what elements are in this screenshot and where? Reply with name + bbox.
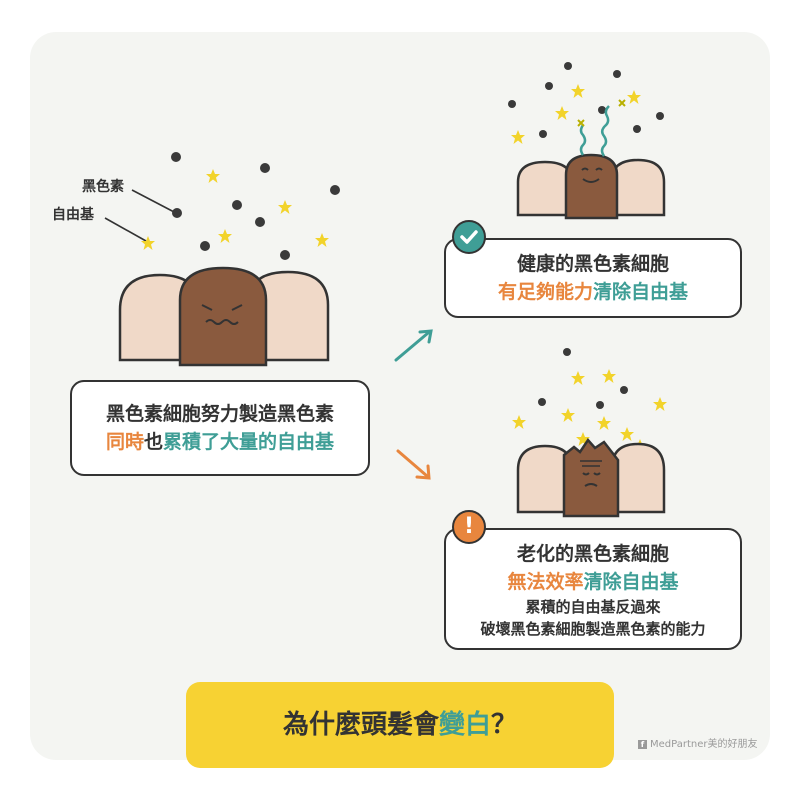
- left-line1: 黑色素細胞努力製造黑色素: [105, 403, 334, 425]
- left-line2: 同時也累積了大量的自由基: [72, 428, 368, 456]
- aged-line3: 累積的自由基反過來: [525, 598, 661, 616]
- aged-cells: [516, 437, 666, 518]
- healthy-line2-emph1: 有足夠能力: [497, 281, 593, 303]
- left-cells: [118, 266, 330, 367]
- arrow-up-healthy: [394, 329, 433, 362]
- left-line2-mid: 也: [143, 431, 163, 453]
- melanin-dots-left: [171, 152, 340, 260]
- aged-line2-emph2: 清除自由基: [583, 571, 679, 593]
- facebook-icon: f: [638, 740, 647, 749]
- melanin-dots-bottom-right: [538, 348, 628, 409]
- left-line2-emph2: 累積了大量的自由基: [163, 431, 335, 453]
- healthy-line2: 有足夠能力清除自由基: [446, 278, 740, 306]
- title-part1: 為什麼頭髮會: [282, 710, 439, 740]
- melanin-pointer: [131, 189, 177, 214]
- title-emph1: 變: [438, 710, 465, 740]
- left-line2-emph1: 同時: [105, 431, 144, 453]
- aged-line4: 破壞黑色素細胞製造黑色素的能力: [480, 620, 706, 638]
- credit-text: MedPartner美的好朋友: [650, 739, 758, 750]
- free-radical-stars-top-right: [511, 84, 641, 144]
- exclamation-icon: !: [452, 510, 486, 544]
- arrow-down-aged: [396, 449, 431, 480]
- healthy-line2-emph2: 清除自由基: [593, 281, 689, 303]
- healthy-cells: [516, 99, 666, 220]
- aged-line1: 老化的黑色素細胞: [516, 543, 669, 565]
- melanin-dots-top-right: [508, 62, 664, 138]
- check-icon: [452, 220, 486, 254]
- page-title: 為什麼頭髮會變白？: [186, 682, 614, 768]
- melanin-label: 黑色素: [82, 179, 124, 195]
- left-description-box: 黑色素細胞努力製造黑色素 同時也累積了大量的自由基: [70, 380, 370, 476]
- title-emph2: 白: [465, 710, 492, 740]
- healthy-cell-box: 健康的黑色素細胞 有足夠能力清除自由基: [444, 238, 742, 318]
- free-radical-label: 自由基: [52, 207, 94, 223]
- free-radical-pointer: [104, 217, 147, 242]
- healthy-line1: 健康的黑色素細胞: [516, 253, 669, 275]
- aged-cell-box: 老化的黑色素細胞 無法效率清除自由基 累積的自由基反過來 破壞黑色素細胞製造黑色…: [444, 528, 742, 650]
- aged-line2: 無法效率清除自由基: [446, 568, 740, 596]
- title-question-mark: ？: [491, 710, 518, 740]
- aged-line2-emph1: 無法效率: [507, 571, 584, 593]
